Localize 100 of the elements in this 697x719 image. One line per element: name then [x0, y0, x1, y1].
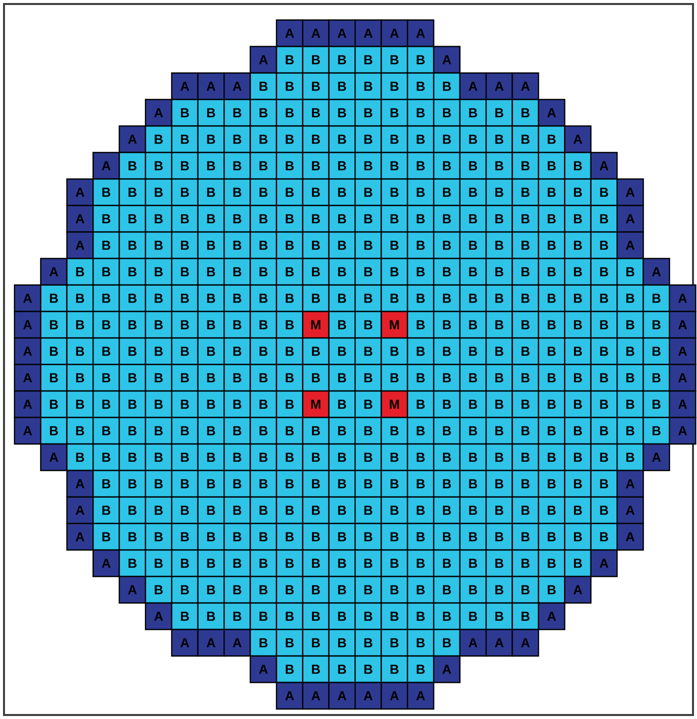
grid-cell: B — [512, 549, 540, 578]
grid-cell: B — [328, 576, 356, 604]
grid-cell: B — [459, 549, 487, 578]
grid-cell: B — [171, 152, 198, 180]
grid-cell: B — [302, 364, 330, 392]
grid-cell: B — [250, 496, 278, 524]
grid-cell: B — [406, 152, 434, 180]
grid-cell: B — [171, 549, 198, 578]
grid-cell: B — [66, 364, 94, 392]
grid-cell: B — [276, 125, 304, 154]
grid-cell: B — [40, 390, 68, 418]
grid-cell: B — [406, 470, 434, 498]
grid-cell: B — [354, 416, 382, 445]
grid-cell: B — [354, 46, 382, 74]
grid-cell: B — [459, 602, 487, 630]
grid-cell: B — [433, 470, 460, 498]
grid-cell: B — [486, 152, 513, 180]
grid-cell: B — [354, 390, 382, 418]
grid-cell: B — [171, 416, 198, 445]
grid-cell: B — [354, 125, 382, 154]
grid-cell: B — [250, 258, 278, 286]
grid-cell: B — [406, 496, 434, 524]
grid-cell: B — [144, 178, 172, 206]
grid-cell: B — [486, 576, 513, 604]
grid-cell: A — [197, 72, 225, 100]
grid-cell: B — [328, 46, 356, 74]
grid-cell: B — [564, 231, 592, 260]
grid-cell: B — [380, 258, 408, 286]
grid-cell: B — [171, 364, 198, 392]
grid-cell: B — [354, 470, 382, 498]
grid-cell: B — [538, 178, 566, 206]
grid-cell: B — [512, 576, 540, 604]
grid-cell: B — [276, 390, 304, 418]
grid-cell: A — [380, 682, 408, 710]
grid-cell: B — [302, 337, 330, 366]
grid-cell: B — [433, 628, 460, 657]
grid-cell: A — [250, 46, 278, 74]
grid-cell: B — [92, 390, 120, 418]
grid-cell: M — [380, 390, 408, 418]
grid-cell: B — [224, 416, 251, 445]
grid-cell: B — [66, 390, 94, 418]
grid-cell: B — [171, 496, 198, 524]
grid-cell: B — [276, 337, 304, 366]
grid-cell: B — [486, 284, 513, 312]
grid-cell: A — [668, 364, 696, 392]
grid-cell: B — [276, 628, 304, 657]
grid-cell: B — [171, 310, 198, 339]
grid-cell: B — [512, 178, 540, 206]
grid-cell: B — [538, 443, 566, 472]
grid-cell: B — [276, 576, 304, 604]
grid-cell: A — [40, 258, 68, 286]
grid-cell: B — [433, 310, 460, 339]
grid-cell: B — [66, 310, 94, 339]
grid-cell: B — [380, 628, 408, 657]
grid-cell: B — [250, 576, 278, 604]
grid-cell: B — [433, 364, 460, 392]
grid-cell: B — [354, 496, 382, 524]
grid-cell: B — [197, 443, 225, 472]
grid-cell: A — [302, 682, 330, 710]
grid-cell: B — [328, 310, 356, 339]
grid-cell: B — [564, 390, 592, 418]
grid-cell: B — [302, 152, 330, 180]
grid-cell: B — [512, 98, 540, 127]
grid-cell: B — [538, 231, 566, 260]
grid-cell: B — [433, 284, 460, 312]
grid-cell: B — [197, 522, 225, 551]
grid-cell: B — [276, 284, 304, 312]
grid-cell: A — [590, 152, 618, 180]
grid-cell: B — [171, 125, 198, 154]
grid-cell: B — [250, 284, 278, 312]
grid-cell: B — [486, 390, 513, 418]
grid-cell: B — [118, 310, 146, 339]
grid-cell: B — [171, 470, 198, 498]
grid-cell: B — [354, 98, 382, 127]
grid-cell: B — [197, 364, 225, 392]
grid-cell: B — [433, 204, 460, 233]
grid-cell: B — [380, 522, 408, 551]
grid-cell: B — [616, 337, 644, 366]
grid-cell: B — [486, 416, 513, 445]
grid-cell: A — [616, 204, 644, 233]
grid-cell: A — [642, 443, 670, 472]
grid-cell: B — [171, 204, 198, 233]
grid-cell: B — [328, 602, 356, 630]
grid-cell: B — [486, 178, 513, 206]
grid-cell: B — [224, 310, 251, 339]
grid-cell: B — [197, 125, 225, 154]
grid-cell: B — [354, 310, 382, 339]
grid-cell: B — [486, 310, 513, 339]
grid-cell: B — [406, 364, 434, 392]
grid-cell: B — [459, 470, 487, 498]
grid-cell: B — [354, 364, 382, 392]
grid-cell: B — [406, 258, 434, 286]
grid-cell: B — [459, 204, 487, 233]
grid-cell: B — [433, 496, 460, 524]
grid-cell: B — [538, 204, 566, 233]
grid-cell: B — [302, 258, 330, 286]
grid-cell: B — [197, 337, 225, 366]
grid-cell: B — [171, 443, 198, 472]
grid-cell: B — [144, 204, 172, 233]
grid-cell: B — [406, 310, 434, 339]
